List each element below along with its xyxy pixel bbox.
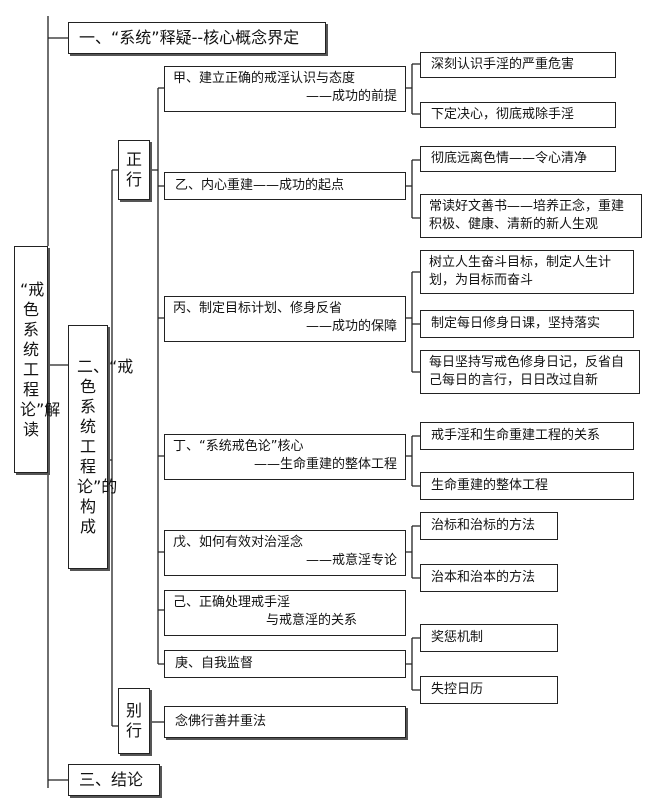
leaf-bing-2-label: 制定每日修身日课，坚持落实 [431, 316, 601, 331]
leaf-ding-2-label: 生命重建的整体工程 [431, 478, 549, 493]
leaf-jia-1-label: 深刻认识手淫的严重危害 [431, 57, 575, 72]
leaf-yi-1: 彻底远离色情——令心清净 [420, 146, 616, 172]
leaf-bing-3-label: 每日坚持写戒色修身日记，反省自己每日的言行，日日改过自新 [429, 355, 625, 388]
item-ji-line1: 己、正确处理戒手淫 [173, 595, 291, 610]
section-1-label: 一、“系统”释疑--核心概念界定 [79, 28, 300, 47]
item-jia-line2: ——成功的前提 [305, 89, 397, 104]
section-3-box: 三、结论 [68, 764, 160, 796]
item-bing-line2: ——成功的保障 [305, 319, 397, 334]
leaf-yi-2-label: 常读好文善书——培养正念，重建积极、健康、清新的新人生观 [429, 199, 625, 232]
leaf-yi-2: 常读好文善书——培养正念，重建积极、健康、清新的新人生观 [420, 194, 642, 238]
section-2-label: 二、“戒色系统工程论”的构成 [77, 357, 134, 536]
leaf-wu-2-label: 治本和治本的方法 [431, 570, 536, 585]
leaf-wu-2: 治本和治本的方法 [420, 564, 558, 592]
branch-biexing-box: 别行 [118, 688, 150, 754]
section-2-box: 二、“戒色系统工程论”的构成 [68, 325, 134, 569]
leaf-ding-1: 戒手淫和生命重建工程的关系 [420, 422, 634, 450]
leaf-yi-1-label: 彻底远离色情——令心清净 [431, 151, 588, 166]
item-ding-box: 丁、“系统戒色论”核心 ——生命重建的整体工程 [164, 434, 406, 480]
item-ji-line2: 与戒意淫的关系 [265, 613, 357, 628]
leaf-ding-2: 生命重建的整体工程 [420, 472, 634, 500]
leaf-bing-1-label: 树立人生奋斗目标，制定人生计划，为目标而奋斗 [429, 255, 612, 288]
leaf-jia-2: 下定决心，彻底戒除手淫 [420, 102, 616, 128]
item-bing-box: 丙、制定目标计划、修身反省 ——成功的保障 [164, 296, 406, 342]
item-nianfo-box: 念佛行善并重法 [164, 706, 406, 738]
item-jia-line1: 甲、建立正确的戒淫认识与态度 [173, 71, 356, 86]
leaf-jia-1: 深刻认识手淫的严重危害 [420, 52, 616, 78]
leaf-wu-1-label: 治标和治标的方法 [431, 518, 536, 533]
item-wu-box: 戊、如何有效对治淫念 ——戒意淫专论 [164, 530, 406, 576]
leaf-jia-2-label: 下定决心，彻底戒除手淫 [431, 107, 575, 122]
root-title-box: “戒色系统工程论”解读 [14, 246, 61, 473]
item-yi-line1: 乙、内心重建——成功的起点 [175, 178, 345, 193]
section-1-box: 一、“系统”释疑--核心概念界定 [68, 22, 326, 54]
item-wu-line1: 戊、如何有效对治淫念 [173, 535, 304, 550]
item-jia-box: 甲、建立正确的戒淫认识与态度 ——成功的前提 [164, 66, 406, 112]
leaf-bing-3: 每日坚持写戒色修身日记，反省自己每日的言行，日日改过自新 [420, 350, 640, 394]
item-wu-line2: ——戒意淫专论 [305, 553, 397, 568]
leaf-ding-1-label: 戒手淫和生命重建工程的关系 [431, 428, 601, 443]
item-yi-box: 乙、内心重建——成功的起点 [164, 172, 406, 200]
branch-zhengxing-box: 正行 [118, 140, 150, 200]
item-ji-box: 己、正确处理戒手淫 与戒意淫的关系 [164, 590, 406, 636]
section-3-label: 三、结论 [79, 770, 144, 789]
leaf-geng-2-label: 失控日历 [431, 682, 484, 697]
item-geng-box: 庚、自我监督 [164, 650, 406, 678]
leaf-bing-1: 树立人生奋斗目标，制定人生计划，为目标而奋斗 [420, 250, 634, 294]
item-nianfo-line1: 念佛行善并重法 [175, 714, 267, 729]
item-ding-line1: 丁、“系统戒色论”核心 [173, 439, 304, 454]
branch-zhengxing-label: 正行 [125, 150, 142, 189]
leaf-geng-2: 失控日历 [420, 676, 558, 704]
item-bing-line1: 丙、制定目标计划、修身反省 [173, 301, 343, 316]
leaf-wu-1: 治标和治标的方法 [420, 512, 558, 540]
leaf-geng-1-label: 奖惩机制 [431, 630, 484, 645]
item-geng-line1: 庚、自我监督 [175, 656, 254, 671]
root-title: “戒色系统工程论”解读 [20, 279, 61, 439]
item-ding-line2: ——生命重建的整体工程 [253, 457, 397, 472]
branch-biexing-label: 别行 [125, 701, 142, 740]
leaf-bing-2: 制定每日修身日课，坚持落实 [420, 310, 634, 338]
leaf-geng-1: 奖惩机制 [420, 624, 558, 652]
